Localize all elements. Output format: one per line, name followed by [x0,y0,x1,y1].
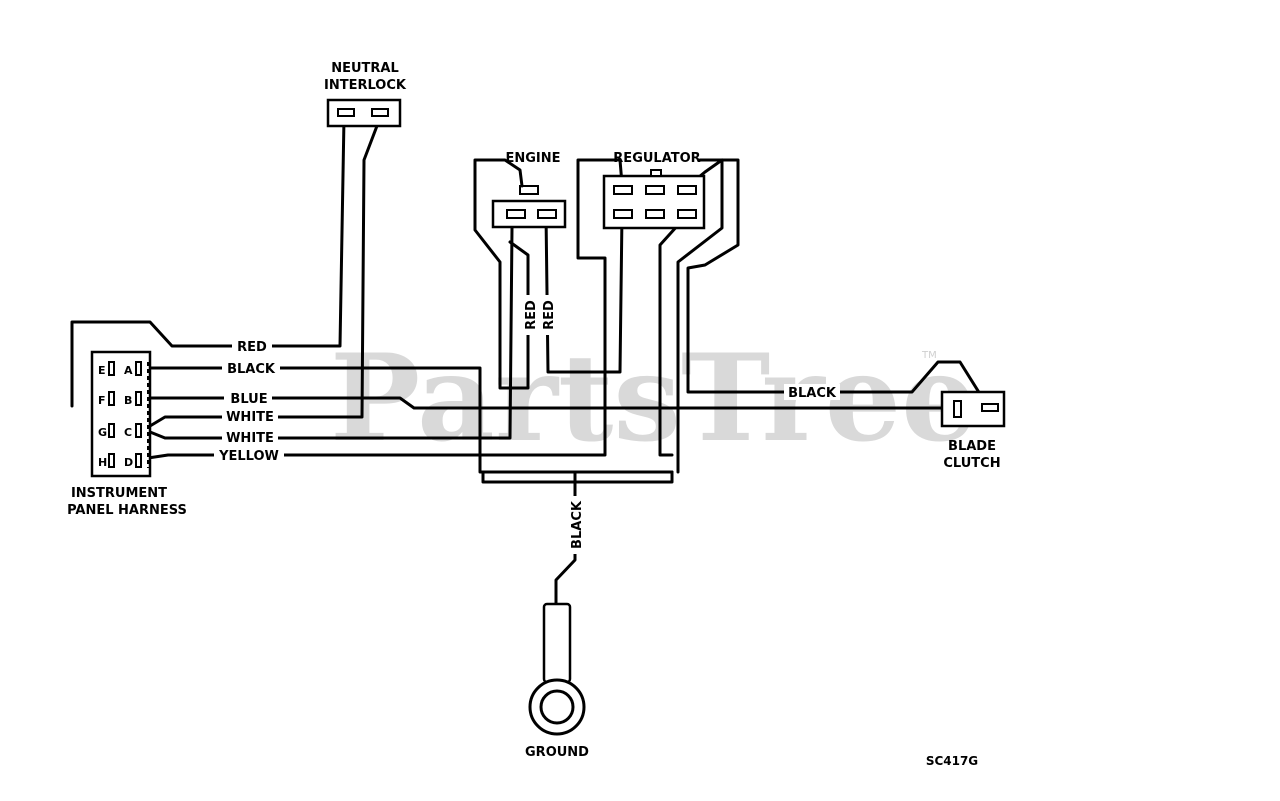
engine-terminal-top [519,185,539,195]
ground-bus [481,470,674,484]
harness-pin-f: F [98,394,106,407]
engine-terminal-right [537,209,557,219]
engine-top-lead [483,158,524,188]
watermark: PartsTree [330,328,977,469]
wire-blue-b [146,396,960,410]
label-red-engine-2: RED [542,300,557,330]
engine-terminal-left [506,209,526,219]
harness-label-1: INSTRUMENT [71,486,167,501]
ground-label: GROUND [525,745,589,760]
ground-ring-inner [539,689,575,725]
harness-pin-a: A [124,364,133,377]
wire-red-interlock [70,116,346,408]
regulator-terminal-5 [645,209,665,219]
engine-connector: ENGINE [483,151,567,229]
neutral-interlock-label-2: INTERLOCK [324,78,407,93]
interlock-terminal-right [371,108,389,117]
label-black-ground: BLACK [570,500,585,549]
wire-regulator-outer [686,158,992,412]
label-blue: BLUE [230,392,267,407]
blade-clutch-terminal-left [953,400,962,418]
label-red: RED [237,340,267,355]
regulator-terminal-2 [645,185,665,195]
harness-label-2: PANEL HARNESS [67,503,187,518]
harness-pin-g: G [98,426,107,439]
blade-clutch-label-2: CLUTCH [943,456,1000,471]
harness-pin-d: D [124,456,133,469]
harness-pin-c: C [124,426,132,439]
wire-red-engine-regulator [544,212,624,374]
label-white-2: WHITE [226,431,274,446]
interlock-terminal-left [337,108,355,117]
harness-pin-h: H [98,456,107,469]
regulator-key [650,169,662,177]
blade-clutch-label-1: BLADE [948,439,996,454]
watermark-tm: TM [921,350,937,361]
regulator-terminal-3 [677,185,697,195]
wire-labels: RED BLACK BLUE WHITE WHITE YELLOW RED RE… [214,295,840,554]
neutral-interlock: NEUTRAL INTERLOCK [324,61,407,128]
label-yellow: YELLOW [218,449,279,464]
wire-white-c1-interlock [148,116,382,428]
regulator-terminal-4 [613,209,633,219]
blade-clutch: BLADE CLUTCH [940,390,1006,471]
label-white-1: WHITE [226,410,274,425]
label-black-a: BLACK [227,362,276,377]
wire-regulator-ground [658,212,690,457]
regulator-terminal-6 [677,209,697,219]
harness-pin-e: E [98,364,106,377]
blade-clutch-terminal-right [981,403,999,412]
regulator-connector: REGULATOR [602,151,706,230]
wire-engine-loop [473,158,530,390]
regulator-label: REGULATOR [613,151,700,166]
neutral-interlock-label-1: NEUTRAL [331,61,399,76]
regulator-terminal-1 [613,185,633,195]
harness-pin-b: B [124,394,132,407]
engine-label: ENGINE [505,151,560,166]
ground-terminal: GROUND [525,602,589,760]
label-black-clutch: BLACK [788,386,837,401]
drawing-code: SC417G [926,754,978,768]
instrument-panel-harness: E A F B G C H D INSTRUMENT PANEL HARNESS [67,350,187,518]
wire-regulator-top-right [676,158,724,474]
label-red-engine-1: RED [524,300,539,330]
